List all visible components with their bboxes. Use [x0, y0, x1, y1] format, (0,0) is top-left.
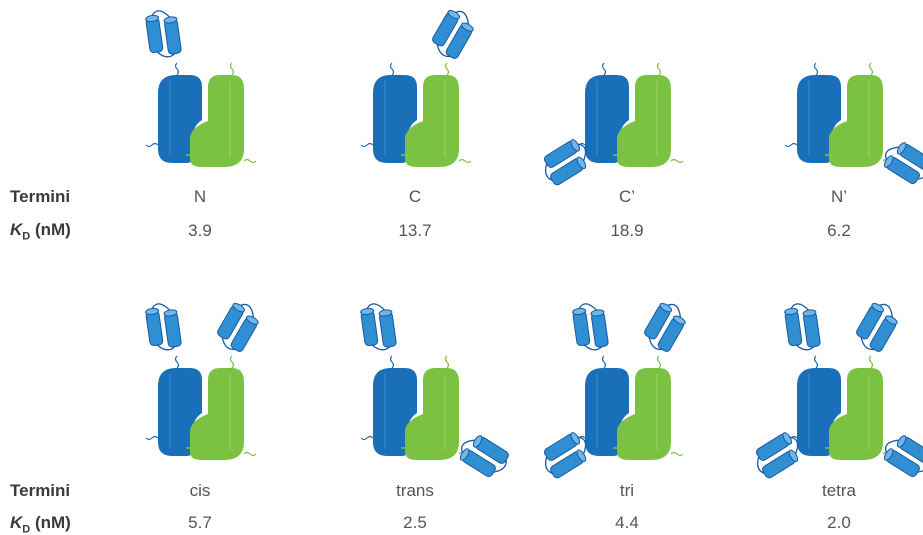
- termini-value: C: [408, 187, 422, 206]
- fused-domain: [459, 435, 509, 478]
- fab-core: [145, 355, 257, 460]
- c-terminus-tag: [656, 355, 662, 369]
- kd-value: 3.9: [188, 221, 212, 240]
- fused-domain: [543, 139, 587, 186]
- kd-label-row2: KD (nM): [10, 513, 71, 535]
- fab-core: [360, 62, 472, 167]
- kd-value: 13.7: [398, 221, 432, 240]
- termini-value: N’: [830, 187, 848, 206]
- c-terminus-tag: [444, 355, 450, 369]
- fused-domain: [883, 142, 923, 185]
- termini-value: trans: [396, 481, 434, 500]
- kd-label-row1: KD (nM): [10, 220, 71, 243]
- termini-value: cis: [189, 481, 211, 500]
- fab-core: [572, 355, 684, 460]
- fused-domain: [755, 432, 799, 479]
- termini-value: N: [193, 187, 207, 206]
- c-prime-terminus-tag: [243, 158, 257, 164]
- kd-value: 5.7: [188, 513, 212, 532]
- c-prime-terminus-tag: [458, 158, 472, 164]
- fused-domain: [217, 303, 259, 352]
- c-terminus-tag: [868, 62, 874, 76]
- termini-value: tri: [619, 481, 635, 500]
- n-prime-terminus-tag: [784, 142, 798, 148]
- kd-value: 4.4: [615, 513, 639, 532]
- fused-domain: [856, 303, 898, 352]
- n-terminus-tag: [174, 355, 180, 369]
- n-terminus-tag: [389, 62, 395, 76]
- fab-core: [784, 62, 896, 167]
- c-terminus-tag: [656, 62, 662, 76]
- fused-domain: [360, 303, 397, 351]
- fab-core: [360, 355, 472, 460]
- fab-core: [145, 62, 257, 167]
- fused-domain: [784, 303, 821, 351]
- kd-value: 18.9: [610, 221, 644, 240]
- fused-domain: [883, 435, 923, 478]
- n-terminus-tag: [601, 62, 607, 76]
- fab-core: [784, 355, 896, 460]
- fused-domain: [432, 10, 474, 59]
- c-terminus-tag: [229, 62, 235, 76]
- termini-label-row1: Termini: [10, 187, 71, 206]
- kd-value: 2.5: [403, 513, 427, 532]
- fused-domain: [644, 303, 686, 352]
- n-terminus-tag: [601, 355, 607, 369]
- termini-label-row2: Termini: [10, 481, 71, 500]
- n-terminus-tag: [813, 355, 819, 369]
- c-prime-terminus-tag: [243, 451, 257, 457]
- kd-value: 2.0: [827, 513, 851, 532]
- kd-value: 6.2: [827, 221, 851, 240]
- c-terminus-tag: [868, 355, 874, 369]
- fab-core: [572, 62, 684, 167]
- n-terminus-tag: [389, 355, 395, 369]
- fused-domain: [145, 303, 182, 351]
- n-terminus-tag: [813, 62, 819, 76]
- n-prime-terminus-tag: [360, 142, 374, 148]
- c-terminus-tag: [444, 62, 450, 76]
- fused-domain: [572, 303, 609, 351]
- termini-value: tetra: [821, 481, 857, 500]
- c-prime-terminus-tag: [670, 158, 684, 164]
- fused-domain: [543, 432, 587, 479]
- termini-value: C’: [618, 187, 636, 206]
- n-prime-terminus-tag: [145, 435, 159, 441]
- c-prime-terminus-tag: [670, 451, 684, 457]
- n-prime-terminus-tag: [360, 435, 374, 441]
- fused-domain: [145, 10, 182, 58]
- n-terminus-tag: [174, 62, 180, 76]
- n-prime-terminus-tag: [145, 142, 159, 148]
- c-terminus-tag: [229, 355, 235, 369]
